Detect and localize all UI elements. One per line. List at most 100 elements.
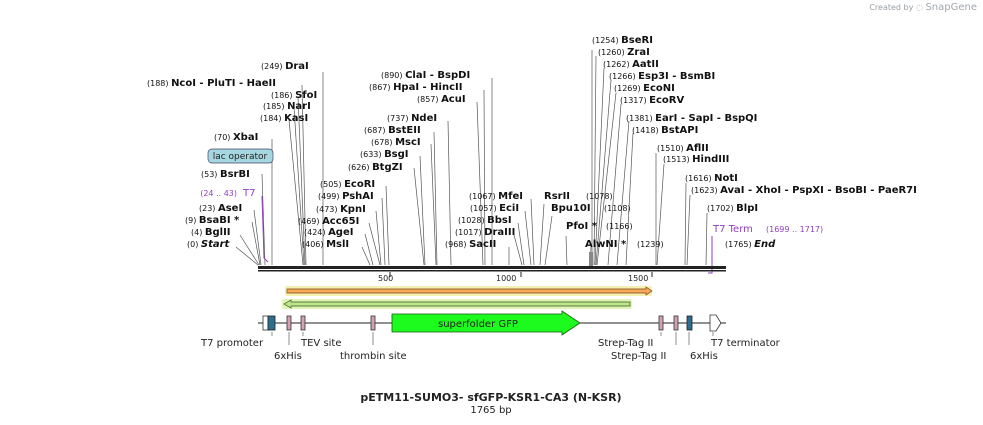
site-position: (9) [185, 216, 199, 225]
restriction-site-label[interactable]: AlwNI * [585, 239, 627, 250]
site-position: (737) [387, 114, 411, 123]
feature-label-t7-promoter: T7 promoter [200, 338, 264, 349]
feature-label-strep-2: Strep-Tag II [611, 351, 666, 362]
restriction-site-label[interactable]: (1269) EcoNI [614, 83, 675, 94]
site-position: (1269) [614, 84, 643, 93]
restriction-site-label[interactable]: (184) KasI [260, 113, 308, 124]
site-name: NarI [287, 101, 311, 112]
restriction-site-label[interactable]: (70) XbaI [214, 132, 258, 143]
restriction-site-label[interactable]: (1623) AvaI - XhoI - PspXI - BsoBI - Pae… [691, 185, 917, 196]
restriction-site-label[interactable]: (186) SfoI [271, 90, 317, 101]
restriction-site-label[interactable]: (1028) BbsI [458, 215, 512, 226]
restriction-site-label[interactable]: (737) NdeI [387, 113, 437, 124]
ruler-tick-label: 1000 [496, 274, 516, 283]
site-name: MfeI [498, 191, 523, 202]
restriction-site-label[interactable]: (1057) EciI [470, 203, 519, 214]
gfp-arrow [391, 310, 581, 336]
site-name: AatII [632, 59, 659, 70]
restriction-site-label[interactable]: (1239) [637, 240, 664, 249]
site-position: (185) [263, 102, 287, 111]
site-position: (1108) [604, 204, 631, 213]
restriction-site-label[interactable]: (1616) NotI [685, 173, 738, 184]
restriction-site-label[interactable]: (23) AseI [199, 203, 242, 214]
restriction-site-label[interactable]: (188) NcoI - PluTI - HaeII [147, 78, 276, 89]
his6-glyph-a [267, 315, 276, 331]
restriction-site-label[interactable]: (1254) BseRI [592, 35, 653, 46]
restriction-site-label[interactable]: (890) ClaI - BspDI [381, 70, 470, 81]
restriction-site-label[interactable]: (1078) [586, 192, 613, 201]
restriction-site-label[interactable]: (1317) EcoRV [620, 95, 684, 106]
restriction-site-label[interactable]: (968) SacII [445, 239, 496, 250]
orf-forward[interactable] [285, 286, 653, 296]
site-position: (1765) [725, 240, 754, 249]
restriction-site-label[interactable]: (1266) Esp3I - BsmBI [609, 71, 715, 82]
restriction-site-label[interactable]: (53) BsrBI [201, 169, 250, 180]
site-position: (1017) [455, 228, 484, 237]
restriction-site-label[interactable]: (1067) MfeI [469, 191, 523, 202]
site-position: (1513) [663, 155, 692, 164]
restriction-site-label[interactable]: (424) AgeI [304, 227, 353, 238]
restriction-site-label[interactable]: RsrII [544, 191, 570, 202]
site-name: XbaI [233, 132, 258, 143]
site-position: (184) [260, 114, 284, 123]
restriction-site-label[interactable]: (505) EcoRI [320, 179, 375, 190]
restriction-site-label[interactable]: (1513) HindIII [663, 154, 729, 165]
lac-operator-badge[interactable]: lac operator [207, 148, 274, 164]
restriction-site-label[interactable]: (469) Acc65I [298, 216, 359, 227]
restriction-site-label[interactable]: (1765) End [725, 239, 776, 250]
restriction-site-label[interactable]: PfoI * [566, 221, 598, 232]
site-name: DraI [285, 61, 309, 72]
restriction-site-label[interactable]: (1262) AatII [603, 59, 659, 70]
restriction-site-label[interactable]: (406) MslI [302, 239, 349, 250]
restriction-site-label[interactable]: (678) MscI [371, 137, 421, 148]
snapgene-credit: Created by ◌ SnapGene [869, 2, 977, 13]
site-position: (424) [304, 228, 328, 237]
restriction-site-label[interactable]: (4) BglII [191, 227, 231, 238]
site-position: (188) [147, 79, 171, 88]
ruler-tick-label: 500 [378, 274, 393, 283]
restriction-site-label[interactable]: (9) BsaBI * [185, 215, 240, 226]
restriction-site-label[interactable]: (1017) DraIII [455, 227, 515, 238]
site-position: (968) [445, 240, 469, 249]
restriction-site-label[interactable]: (1510) AflII [657, 143, 709, 154]
restriction-site-label[interactable]: (633) BsgI [360, 149, 409, 160]
restriction-site-labels: (0) Start(4) BglII(9) BsaBI *(23) AseI (5… [147, 35, 917, 250]
restriction-site-label[interactable]: (867) HpaI - HincII [369, 82, 462, 93]
restriction-site-label[interactable]: (1418) BstAPI [632, 125, 698, 136]
restriction-site-label[interactable]: (1108) [604, 204, 631, 213]
restriction-site-label[interactable]: (857) AcuI [417, 94, 466, 105]
site-position: (1317) [620, 96, 649, 105]
restriction-site-label[interactable]: (1702) BlpI [707, 203, 758, 214]
site-position: (890) [381, 71, 405, 80]
leader-lines [235, 50, 713, 266]
site-position: (469) [298, 217, 322, 226]
feature-glyphs[interactable] [262, 310, 722, 336]
site-position: (186) [271, 91, 295, 100]
restriction-site-label[interactable]: Bpu10I [551, 203, 591, 214]
sequence-backbone [258, 252, 726, 277]
orf-reverse[interactable] [282, 299, 632, 309]
feature-label-gfp: superfolder GFP [438, 319, 518, 330]
restriction-site-label[interactable]: (1260) ZraI [598, 47, 650, 58]
restriction-site-label[interactable]: (1166) [606, 222, 633, 231]
his6-glyph-b [686, 315, 693, 331]
site-position: (1057) [470, 204, 499, 213]
restriction-site-label[interactable]: (626) BtgZI [348, 162, 403, 173]
t7-promoter-marker [261, 195, 269, 263]
restriction-site-label[interactable]: (0) Start [187, 239, 231, 250]
restriction-site-label[interactable]: (499) PshAI [318, 191, 374, 202]
restriction-site-label[interactable]: (473) KpnI [316, 204, 366, 215]
site-name: KasI [284, 113, 308, 124]
site-position: (626) [348, 163, 372, 172]
site-position: (70) [214, 133, 233, 142]
site-name: End [754, 239, 776, 250]
restriction-site-label[interactable]: (249) DraI [261, 61, 309, 72]
site-position: (1067) [469, 192, 498, 201]
feature-label-6xhis-b: 6xHis [690, 351, 718, 362]
site-name: BtgZI [372, 162, 403, 173]
t7-term-range: (1699 .. 1717) [766, 225, 823, 234]
restriction-site-label[interactable]: (687) BstEII [364, 125, 421, 136]
site-name: PfoI * [566, 221, 598, 232]
restriction-site-label[interactable]: (1381) EarI - SapI - BspQI [626, 113, 757, 124]
restriction-site-label[interactable]: (185) NarI [263, 101, 311, 112]
